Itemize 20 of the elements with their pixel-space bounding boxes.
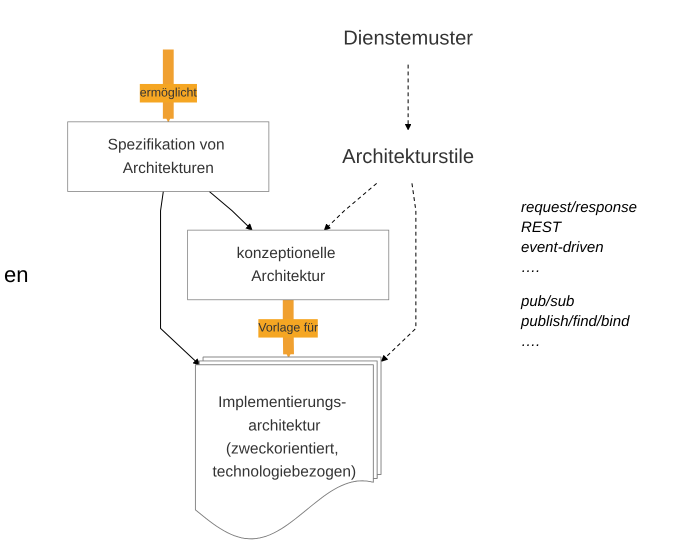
arrow (162, 49, 174, 122)
example-text: REST (521, 218, 563, 238)
example-text: request/response (521, 198, 638, 218)
cut-off-text: en (4, 262, 28, 287)
arrow (381, 183, 416, 362)
example-text: event-driven (521, 238, 605, 258)
edge-label: ermöglicht (140, 86, 197, 100)
arrow (404, 64, 412, 130)
example-text: publish/find/bind (521, 312, 631, 332)
edge-label: Vorlage für (258, 321, 318, 335)
arrow (324, 182, 377, 230)
example-text: pub/sub (521, 292, 576, 312)
node-text: Dienstemuster (343, 26, 473, 50)
arrow (209, 191, 252, 230)
arrow (160, 191, 200, 366)
example-text: …. (521, 332, 542, 352)
example-text: …. (521, 258, 542, 278)
node-box: konzeptionelle Architektur (187, 230, 390, 300)
node-box: Spezifikation von Architekturen (67, 121, 270, 192)
node-text: Architekturstile (342, 144, 474, 168)
